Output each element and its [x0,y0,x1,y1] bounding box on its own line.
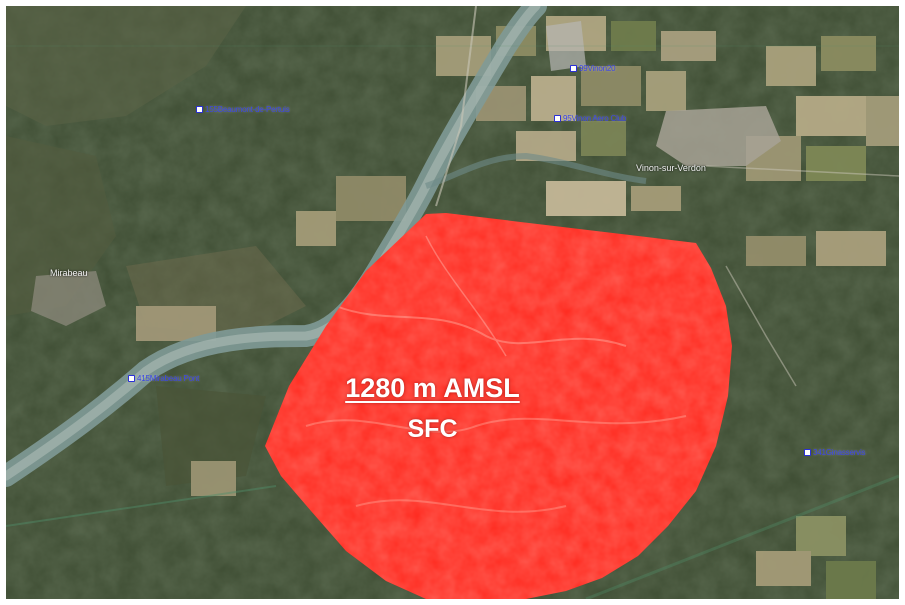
waypoint-label: 415Mirabeau Pont [137,373,200,383]
waypoint-icon [570,64,577,72]
map-imagery [6,6,899,599]
waypoint-label: 99Vinon20 [579,63,616,73]
waypoint-ginasservis[interactable]: 341Ginasservis [804,446,866,458]
waypoint-icon [128,374,135,382]
waypoint-beaumont[interactable]: 155Beaumont-de-Pertuis [196,103,290,115]
zone-upper-limit-text: 1280 m AMSL [345,373,520,403]
town-label-mirabeau: Mirabeau [50,268,88,278]
town-label-vinon: Vinon-sur-Verdon [636,163,706,173]
satellite-map[interactable]: Mirabeau Vinon-sur-Verdon 155Beaumont-de… [6,6,899,599]
zone-upper-limit: 1280 m AMSL [6,373,879,404]
waypoint-label: 155Beaumont-de-Pertuis [205,104,290,114]
waypoint-vinon-aero-club[interactable]: 95Vinon Aero Club [554,112,626,124]
zone-lower-limit: SFC [407,415,458,443]
waypoint-icon [804,448,811,456]
waypoint-icon [554,114,561,122]
waypoint-icon [196,105,203,113]
waypoint-vinon20[interactable]: 99Vinon20 [570,62,616,74]
waypoint-mirabeau-pont[interactable]: 415Mirabeau Pont [128,372,199,384]
waypoint-label: 95Vinon Aero Club [563,113,627,123]
waypoint-label: 341Ginasservis [813,447,866,457]
